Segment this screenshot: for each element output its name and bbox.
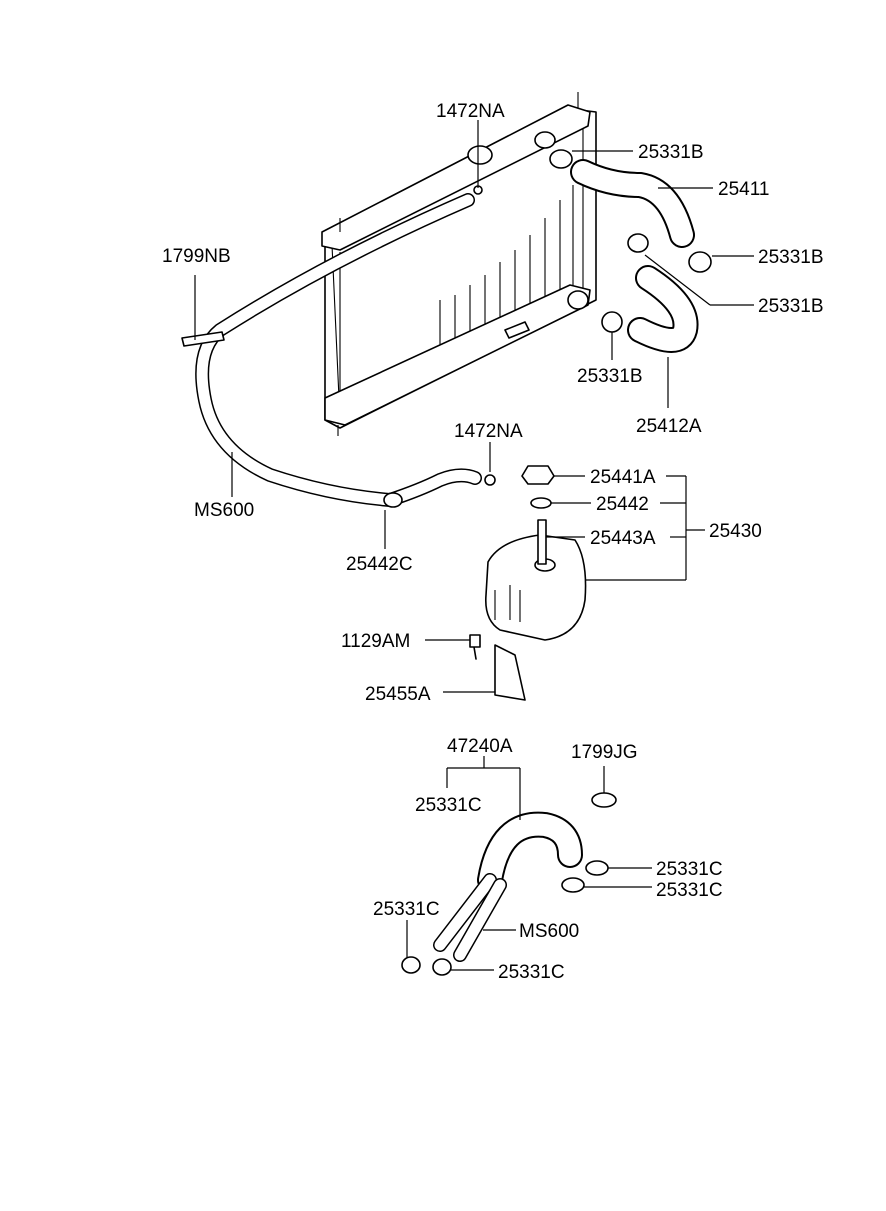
hose-clamp-25331B-lower bbox=[601, 311, 623, 333]
label-1799JG[interactable]: 1799JG bbox=[571, 742, 638, 763]
clip-1799JG bbox=[591, 792, 617, 808]
leader-lines bbox=[194, 120, 754, 971]
radiator bbox=[321, 92, 597, 436]
label-MS600-upper[interactable]: MS600 bbox=[194, 500, 254, 521]
label-47240A[interactable]: 47240A bbox=[447, 736, 513, 757]
label-25331C-5[interactable]: 25331C bbox=[498, 962, 565, 983]
gasket-25442 bbox=[530, 497, 552, 509]
label-25331C-1[interactable]: 25331C bbox=[415, 795, 482, 816]
label-25331B-1[interactable]: 25331B bbox=[638, 142, 704, 163]
clip-1472NA-mid bbox=[484, 474, 496, 486]
radiator-upper-outlet bbox=[534, 131, 556, 149]
hose-clamp-25331C-c bbox=[401, 956, 421, 974]
label-1472NA-top[interactable]: 1472NA bbox=[436, 101, 505, 122]
reservoir-tube-25443A bbox=[537, 519, 547, 565]
reservoir-tank bbox=[484, 534, 587, 641]
lower-radiator-hose bbox=[627, 265, 699, 353]
label-25443A[interactable]: 25443A bbox=[590, 528, 656, 549]
hose-clamp-25442C bbox=[383, 492, 403, 508]
reservoir-bracket-25455A bbox=[494, 644, 526, 701]
overflow-hose bbox=[195, 193, 482, 507]
hose-clamp-25331B-right-a bbox=[627, 233, 649, 253]
label-25455A[interactable]: 25455A bbox=[365, 684, 431, 705]
label-25331B-2[interactable]: 25331B bbox=[758, 247, 824, 268]
hose-clip-1799NB bbox=[181, 331, 225, 347]
label-1472NA-mid[interactable]: 1472NA bbox=[454, 421, 523, 442]
radiator-top-tank bbox=[321, 104, 591, 251]
radiator-filler-neck bbox=[467, 145, 493, 165]
bolt-1129AM bbox=[469, 634, 481, 660]
label-25430[interactable]: 25430 bbox=[709, 521, 762, 542]
hose-clamp-25331B-right-b bbox=[688, 251, 712, 273]
label-25442[interactable]: 25442 bbox=[596, 494, 649, 515]
upper-radiator-hose bbox=[570, 159, 695, 248]
label-25441A[interactable]: 25441A bbox=[590, 467, 656, 488]
label-1799NB[interactable]: 1799NB bbox=[162, 246, 231, 267]
part-number-labels: 1472NA 25331B 25411 25331B 25331B 1799NB… bbox=[162, 101, 824, 983]
label-25442C[interactable]: 25442C bbox=[346, 554, 413, 575]
radiator-bottom-tank bbox=[324, 284, 591, 426]
radiator-drain-cock bbox=[504, 321, 530, 339]
hose-clamp-25331C-b bbox=[561, 877, 585, 893]
reservoir-cap-25441A bbox=[521, 465, 555, 485]
label-25411[interactable]: 25411 bbox=[718, 179, 769, 200]
label-25331B-4[interactable]: 25331B bbox=[577, 366, 643, 387]
label-25331C-2[interactable]: 25331C bbox=[656, 859, 723, 880]
label-25331C-3[interactable]: 25331C bbox=[656, 880, 723, 901]
hose-clamp-25331B-upper bbox=[549, 149, 573, 169]
label-25412A[interactable]: 25412A bbox=[636, 416, 702, 437]
hose-clamp-25331C-a bbox=[585, 860, 609, 876]
label-MS600-lower[interactable]: MS600 bbox=[519, 921, 579, 942]
label-25331C-4[interactable]: 25331C bbox=[373, 899, 440, 920]
heater-hose-assembly bbox=[433, 811, 583, 962]
label-1129AM[interactable]: 1129AM bbox=[341, 631, 410, 652]
hose-clamp-25331C-d bbox=[432, 958, 452, 976]
label-25331B-3[interactable]: 25331B bbox=[758, 296, 824, 317]
reservoir-ribs bbox=[494, 585, 521, 622]
coolant-reservoir bbox=[484, 465, 587, 641]
radiator-lower-outlet bbox=[567, 290, 589, 310]
